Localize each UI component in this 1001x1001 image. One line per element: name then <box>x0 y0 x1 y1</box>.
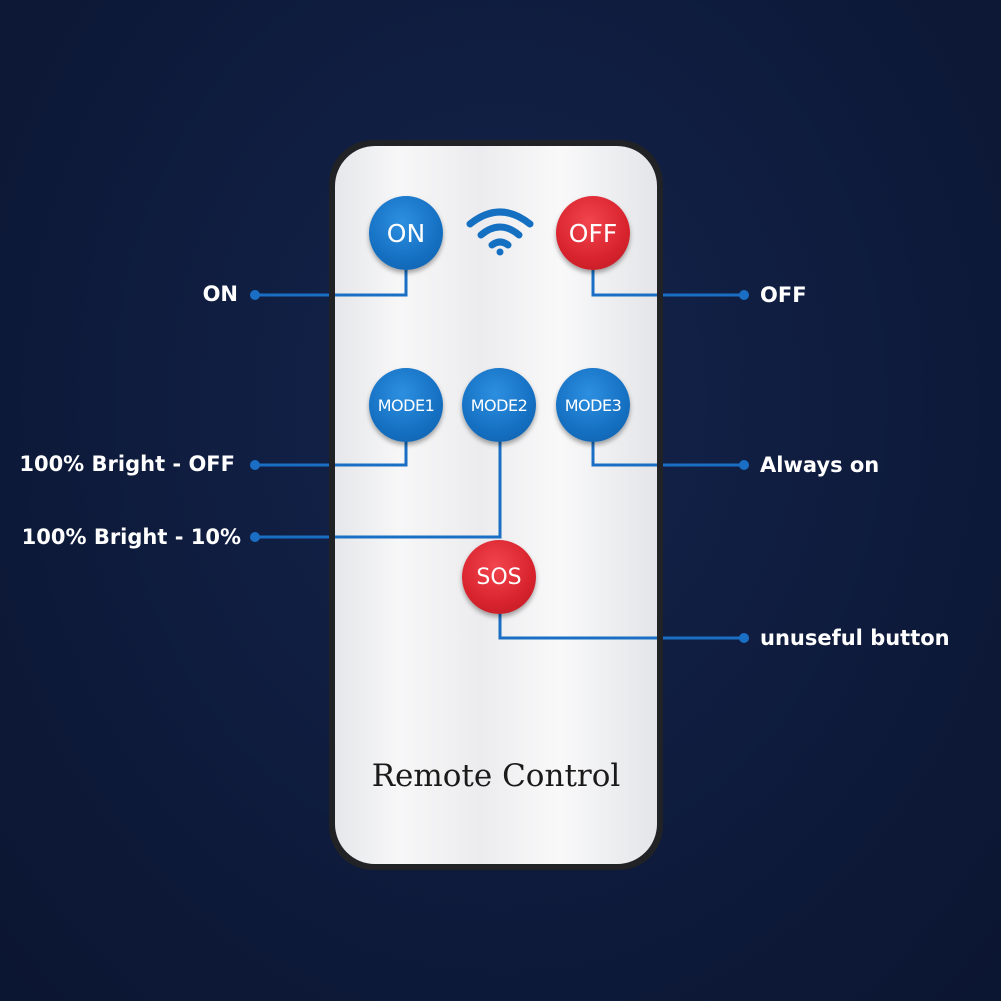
mode3-button-label: MODE3 <box>564 395 622 415</box>
leader-dot-mode3 <box>739 460 749 470</box>
callout-off: OFF <box>760 283 807 307</box>
leader-dot-off <box>739 290 749 300</box>
leader-dot-mode2 <box>250 532 260 542</box>
callout-on: ON <box>202 282 238 306</box>
callout-sos: unuseful button <box>760 626 950 650</box>
on-button[interactable]: ON <box>369 196 443 270</box>
mode2-button-label: MODE2 <box>470 395 528 415</box>
leader-dot-mode1 <box>250 460 260 470</box>
leader-dot-on <box>250 290 260 300</box>
sos-button[interactable]: SOS <box>462 540 536 614</box>
sos-button-label: SOS <box>476 564 522 590</box>
callout-mode2: 100% Bright - 10% <box>21 525 241 549</box>
leader-dot-sos <box>739 633 749 643</box>
wifi-signal-icon <box>466 208 534 256</box>
on-button-label: ON <box>386 218 426 248</box>
mode1-button[interactable]: MODE1 <box>369 368 443 442</box>
mode1-button-label: MODE1 <box>377 395 435 415</box>
mode3-button[interactable]: MODE3 <box>556 368 630 442</box>
off-button[interactable]: OFF <box>556 196 630 270</box>
callout-mode3: Always on <box>760 453 880 477</box>
callout-mode1: 100% Bright - OFF <box>19 452 235 476</box>
remote-title: Remote Control <box>371 758 621 794</box>
off-button-label: OFF <box>568 218 618 248</box>
mode2-button[interactable]: MODE2 <box>462 368 536 442</box>
